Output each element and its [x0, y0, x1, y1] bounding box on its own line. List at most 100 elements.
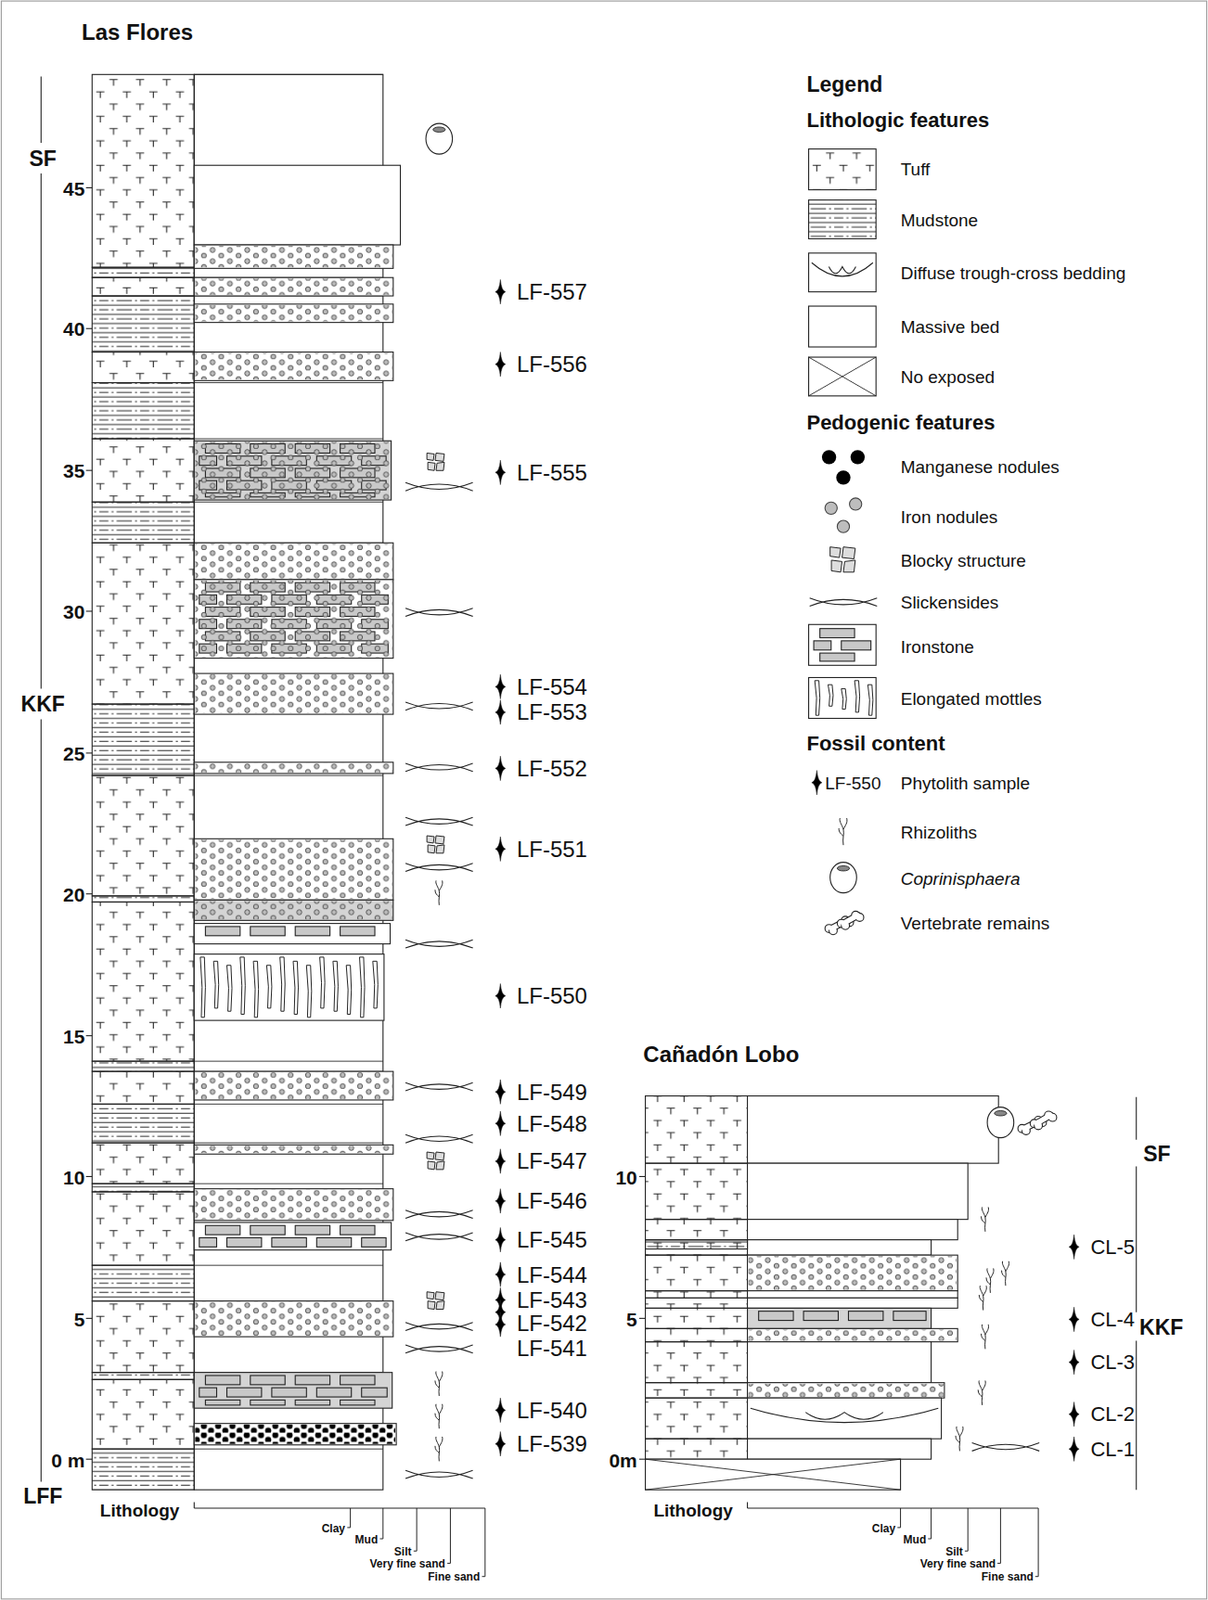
bed-body: [193, 1189, 394, 1221]
bed-boundary: [193, 382, 384, 384]
legend-heading: Legend: [806, 74, 883, 96]
tuff-bed: [645, 1255, 748, 1292]
ironstone-brick: [316, 1237, 351, 1247]
elongated-mottle: [293, 961, 299, 1015]
grain-size-tick: [447, 1563, 450, 1565]
iron-nodules: [748, 1329, 957, 1341]
phytolith-star: [495, 984, 506, 1009]
ironstone-brick: [893, 1311, 926, 1322]
ironstone-brick: [295, 926, 330, 937]
depth-tick: 0m: [608, 1450, 637, 1470]
tuff-bed: [91, 1301, 194, 1374]
legend-label: Iron nodules: [900, 507, 999, 526]
grain-size-tick: [349, 1508, 351, 1529]
legend-label: Ironstone: [900, 637, 975, 656]
legend-swatch: [809, 357, 877, 397]
slickensides-symbol: [405, 863, 474, 873]
slickensides-symbol: [405, 1134, 474, 1144]
elongated-mottle: [346, 965, 352, 1016]
grain-size-label: Clay: [321, 1523, 346, 1535]
bed-body: [193, 673, 394, 715]
ironstone-brick: [295, 1225, 330, 1235]
tuff-bed: [645, 1163, 748, 1221]
bed-boundary: [193, 1265, 384, 1267]
rhizolith-symbol: [435, 1404, 443, 1429]
depth-tick-mark: [86, 610, 93, 612]
ironstone-brick: [271, 1387, 307, 1398]
slickensides-symbol: [405, 1323, 474, 1332]
bed-boundary: [193, 501, 384, 503]
bed-body: [193, 924, 390, 945]
depth-tick: 10: [615, 1167, 637, 1187]
ironstone-brick: [340, 1400, 375, 1406]
legend-label: Coprinisphaera: [900, 869, 1021, 887]
grain-size-label: Mud: [355, 1534, 379, 1546]
elongated-mottle: [213, 961, 219, 1009]
legend-swatch: [809, 253, 877, 293]
tuff-bed: [645, 1291, 748, 1299]
phytolith-star: [1068, 1307, 1080, 1332]
blocky-structure-symbol: [426, 1292, 435, 1300]
legend-heading: Lithologic features: [806, 110, 990, 131]
bed-body: [193, 1144, 394, 1155]
depth-tick-mark: [86, 1318, 93, 1320]
bed-body: [193, 1424, 397, 1446]
formation-label: SF: [1141, 1142, 1172, 1166]
formation-axis: [1135, 1341, 1137, 1491]
tuff-bed: [645, 1439, 748, 1460]
depth-tick: 5: [626, 1309, 638, 1329]
mudstone-bed: [91, 383, 194, 440]
mudstone-bed: [91, 1373, 194, 1381]
bed-boundary: [193, 775, 384, 777]
grain-size-tick: [380, 1538, 384, 1540]
column-title: Cañadón Lobo: [642, 1043, 799, 1067]
bed-body: [747, 1291, 959, 1299]
bed-body: [193, 165, 400, 245]
sample-label: LF-552: [516, 758, 588, 781]
manganese-nodule: [835, 470, 850, 485]
bed-body: [193, 899, 394, 921]
blocky-structure-symbol: [426, 1152, 435, 1160]
bed-boundary: [193, 438, 384, 440]
mudstone-bed: [91, 1183, 194, 1193]
depth-tick: 30: [63, 602, 85, 622]
blocky-structure-symbol: [435, 1152, 445, 1161]
slickensides-symbol: [809, 598, 878, 607]
ironstone-brick: [205, 1400, 240, 1406]
blocky-structure-symbol: [830, 547, 841, 558]
mudstone-bed: [91, 501, 194, 543]
ironstone-brick: [295, 1400, 330, 1406]
depth-tick-mark: [86, 893, 93, 895]
mudstone-bed: [91, 1061, 194, 1072]
mudstone-bed: [645, 1240, 748, 1250]
phytolith-star: [495, 756, 506, 781]
formation-axis: [1135, 1166, 1137, 1312]
sample-label: LF-554: [516, 676, 588, 699]
depth-tick: 15: [63, 1027, 85, 1047]
blocky-structure-symbol: [436, 845, 445, 854]
depth-tick-mark: [639, 1459, 646, 1461]
phytolith-star: [1068, 1349, 1080, 1375]
iron-nodule: [849, 498, 862, 511]
legend-label: Slickensides: [900, 593, 1000, 612]
iron-nodules: [194, 900, 392, 920]
elongated-mottle: [854, 681, 861, 713]
ironstone-brick: [820, 629, 855, 639]
mudstone-bed: [91, 704, 194, 776]
mudstone-bed: [91, 896, 194, 903]
iron-nodules: [194, 353, 392, 381]
ironstone-brick: [250, 926, 285, 937]
mudstone-bed: [91, 1265, 194, 1302]
bone-fill: [1036, 1115, 1051, 1124]
elongated-mottle: [280, 957, 286, 1012]
rhizolith-symbol: [980, 1324, 989, 1350]
bed-body: [193, 440, 391, 501]
grain-size-tick: [1038, 1508, 1040, 1578]
tuff-bed: [645, 1297, 748, 1309]
phytolith-star: [1068, 1402, 1080, 1427]
slickensides-symbol: [405, 1345, 474, 1354]
bed-boundary: [193, 1104, 384, 1106]
grain-size-tick: [482, 1576, 486, 1578]
tuff-bed: [91, 74, 194, 268]
